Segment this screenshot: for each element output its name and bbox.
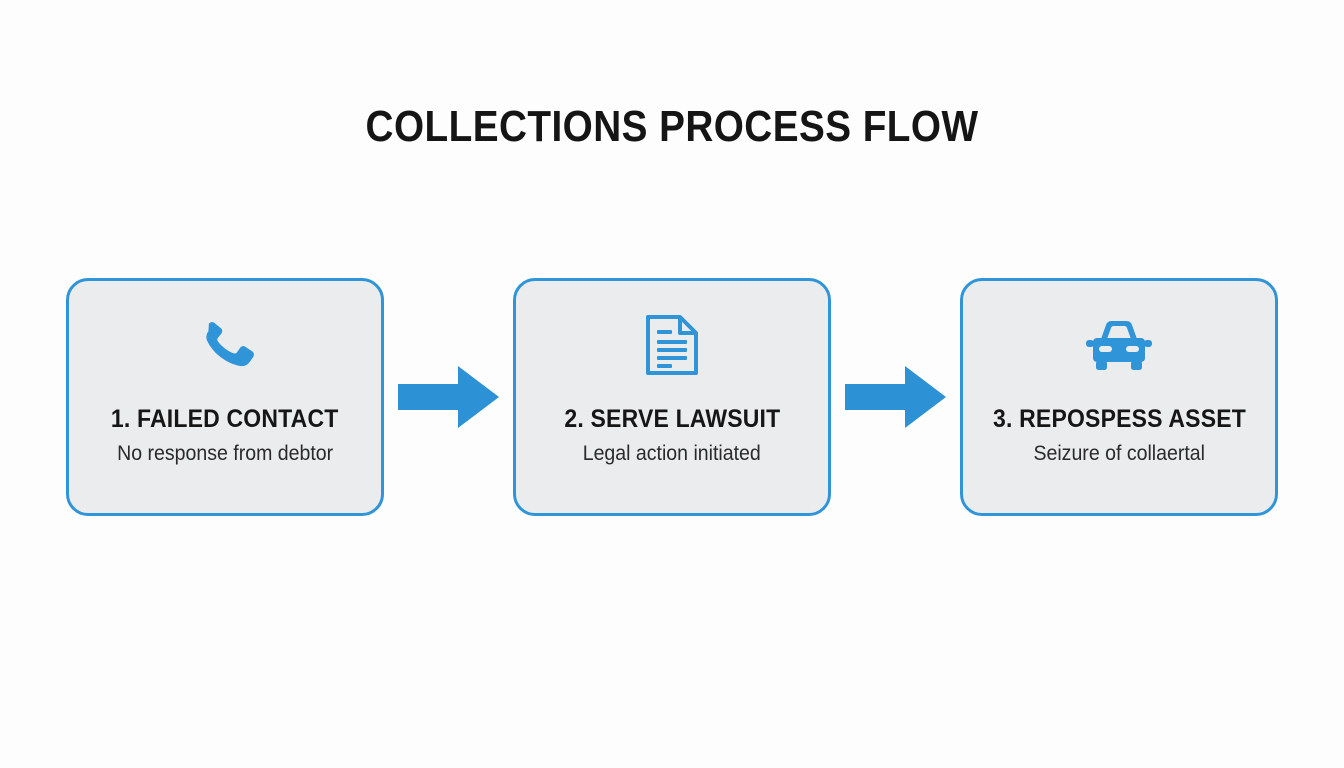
step-subtitle: Legal action initiated [582, 442, 762, 465]
page-title: COLLECTIONS PROCESS FLOW [365, 102, 979, 151]
process-flow-row: 1. FAILED CONTACT No response from debto… [66, 278, 1278, 516]
step-card-2[interactable]: 2. SERVE LAWSUIT Legal action initiated [513, 278, 831, 516]
step-subtitle: Seizure of collaertal [1033, 442, 1205, 465]
step-card-1[interactable]: 1. FAILED CONTACT No response from debto… [66, 278, 384, 516]
arrow-right-icon [397, 364, 500, 430]
arrow-right-icon [844, 364, 947, 430]
step-title: 3. REPOSPESS ASSET [992, 405, 1246, 433]
step-title: 2. SERVE LAWSUIT [564, 405, 780, 433]
step-card-3[interactable]: 3. REPOSPESS ASSET Seizure of collaertal [960, 278, 1278, 516]
phone-icon [194, 312, 256, 378]
step-subtitle: No response from debtor [116, 442, 334, 465]
document-icon [644, 312, 700, 378]
car-icon [1085, 312, 1153, 378]
step-title: 1. FAILED CONTACT [111, 405, 339, 433]
